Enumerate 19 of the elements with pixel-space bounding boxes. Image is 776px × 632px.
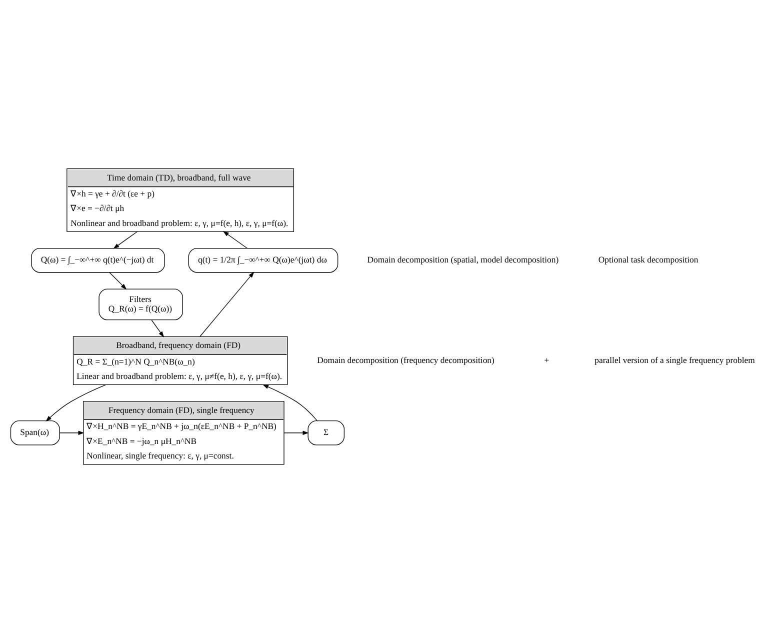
arrow — [46, 384, 106, 422]
arrow — [59, 430, 84, 434]
label: Domain decomposition (frequency decomposition) — [317, 354, 494, 364]
arrow — [151, 319, 164, 337]
arrow — [200, 271, 254, 336]
node-box: Span(ω) — [10, 420, 60, 445]
arrow — [284, 430, 309, 434]
node-box: Σ — [308, 420, 345, 445]
label: Optional task decomposition — [598, 254, 698, 264]
arrow — [109, 272, 127, 290]
node-box: q(t) = 1/2π ∫_−∞^+∞ Q(ω)e^(jωt) dω — [188, 247, 338, 272]
arrow — [222, 230, 248, 248]
arrow — [262, 384, 318, 420]
node-box: Filters Q_R(ω) = f(Q(ω)) — [98, 288, 183, 320]
node-box: Q(ω) = ∫_−∞^+∞ q(t)e^(−jωt) dt — [31, 247, 165, 272]
label: parallel version of a single frequency problem — [594, 354, 755, 364]
arrow — [113, 230, 138, 248]
label: + — [544, 354, 550, 364]
label: Domain decomposition (spatial, model decomposition) — [367, 254, 559, 264]
